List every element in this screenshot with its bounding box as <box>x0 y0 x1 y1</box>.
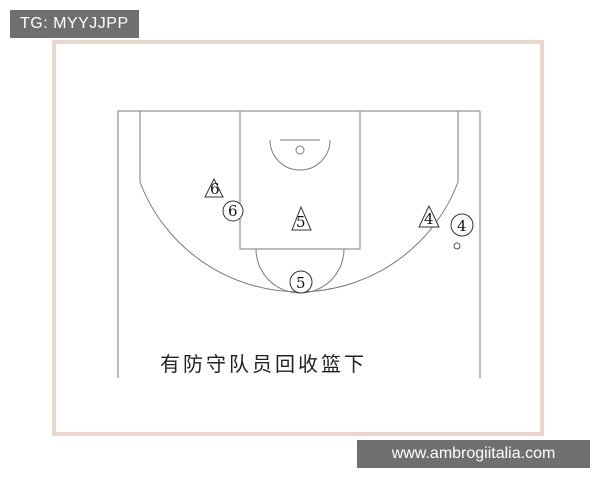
restricted-arc <box>269 139 331 171</box>
defense-4-label: 4 <box>457 217 467 235</box>
offense-6-label: 6 <box>210 180 220 198</box>
tg-label: TG: MYYJJPP <box>10 10 139 38</box>
defense-6-label: 6 <box>228 202 238 220</box>
diagram-caption: 有防守队员回收篮下 <box>160 352 367 376</box>
offense-player-6: 6 <box>204 177 224 198</box>
defense-player-4: 4 <box>450 213 474 237</box>
paint <box>239 110 361 250</box>
offense-player-5: 5 <box>291 205 312 231</box>
diagram-frame <box>52 40 544 436</box>
defense-player-5: 5 <box>289 270 313 294</box>
offense-4-label: 4 <box>424 210 434 228</box>
offense-player-4: 4 <box>418 204 440 228</box>
offense-5-label: 5 <box>296 213 306 231</box>
site-label: www.ambrogiitalia.com <box>357 440 590 468</box>
defense-player-6: 6 <box>222 200 244 222</box>
ball <box>453 242 461 250</box>
rim <box>295 145 305 155</box>
defense-5-label: 5 <box>296 274 306 292</box>
